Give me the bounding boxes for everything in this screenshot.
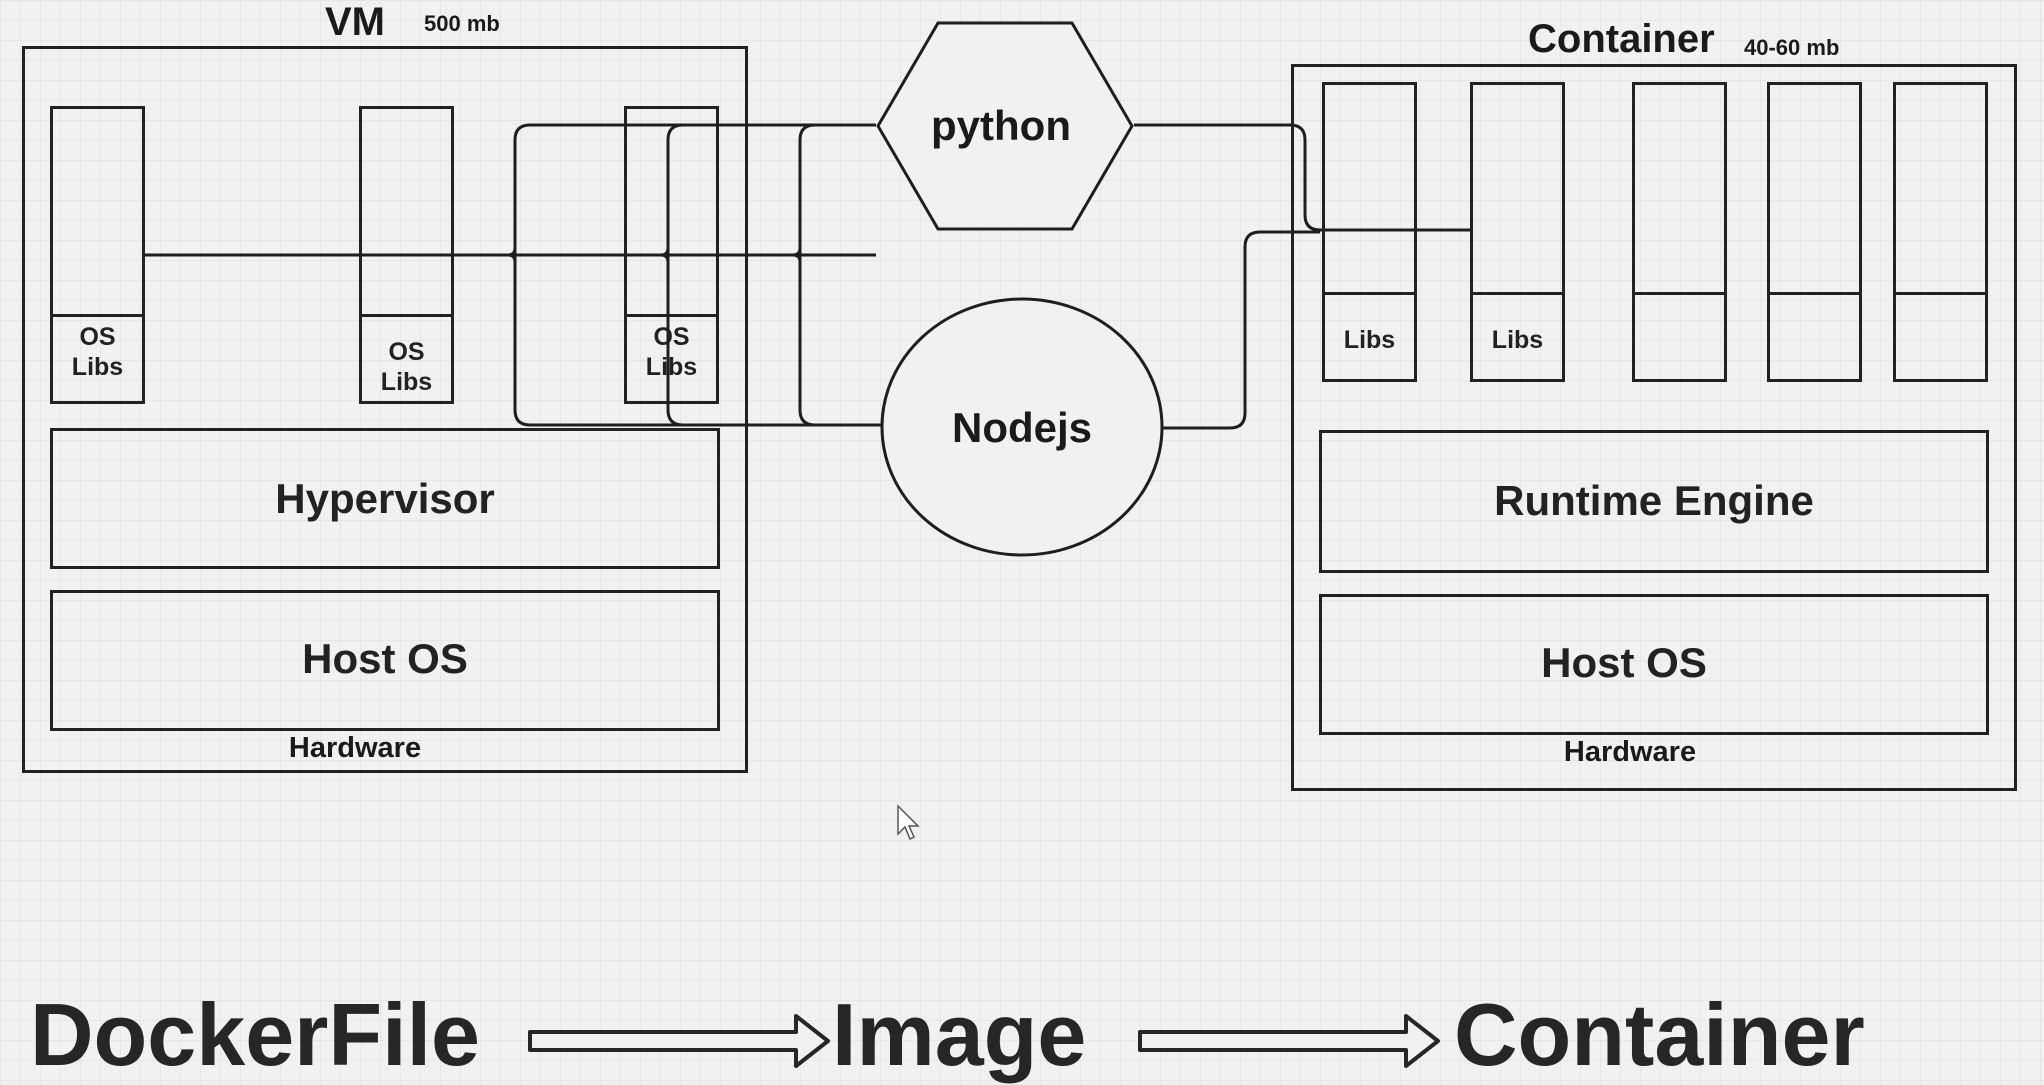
- container-libs-3: [1632, 292, 1727, 382]
- runtime-engine-label: Runtime Engine: [1494, 477, 1814, 524]
- container-app-column-4: [1767, 82, 1862, 294]
- runtime-engine-layer: Runtime Engine: [1319, 430, 1989, 573]
- arrow-dockerfile-to-image-icon: [528, 1014, 830, 1068]
- vm-os-libs-2: OS Libs: [359, 314, 454, 404]
- vm-host-os-label: Host OS: [302, 635, 468, 682]
- vm-title: VM: [325, 0, 385, 44]
- arrow-image-to-container-icon: [1138, 1014, 1440, 1068]
- container-libs-1: Libs: [1322, 292, 1417, 382]
- vm-app-column-3: [624, 106, 719, 316]
- vm-host-os-layer: Host OS: [50, 590, 720, 731]
- container-host-os-layer: Host OS: [1319, 594, 1989, 735]
- nodejs-label: Nodejs: [951, 404, 1093, 451]
- container-libs-label-2: Libs: [1491, 326, 1544, 354]
- vm-size: 500 mb: [424, 11, 500, 36]
- container-app-column-5: [1893, 82, 1988, 294]
- container-size: 40-60 mb: [1744, 35, 1840, 60]
- container-libs-4: [1767, 292, 1862, 382]
- mouse-cursor-icon: [897, 804, 920, 841]
- footer-image: Image: [832, 985, 1087, 1084]
- container-app-column-2: [1470, 82, 1565, 294]
- footer-container: Container: [1454, 985, 1865, 1084]
- container-libs-2: Libs: [1470, 292, 1565, 382]
- container-libs-5: [1893, 292, 1988, 382]
- vm-os-libs-label-2: OS Libs: [380, 338, 433, 396]
- vm-os-libs-label-1: OS Libs: [71, 323, 124, 381]
- python-label: python: [931, 102, 1071, 149]
- vm-hardware-label: Hardware: [288, 732, 422, 764]
- container-app-column-1: [1322, 82, 1417, 294]
- container-hardware-label: Hardware: [1563, 736, 1697, 768]
- vm-os-libs-3: OS Libs: [624, 314, 719, 404]
- vm-os-libs-label-3: OS Libs: [645, 323, 698, 381]
- container-app-column-3: [1632, 82, 1727, 294]
- container-host-os-label: Host OS: [1541, 639, 1707, 686]
- container-libs-label-1: Libs: [1343, 326, 1396, 354]
- vm-app-column-1: [50, 106, 145, 316]
- nodejs-circle: [880, 297, 1164, 557]
- hypervisor-layer: Hypervisor: [50, 428, 720, 569]
- vm-frame: [22, 46, 748, 773]
- container-frame: [1291, 64, 2017, 791]
- vm-os-libs-1: OS Libs: [50, 314, 145, 404]
- vm-app-column-2: [359, 106, 454, 316]
- container-title: Container: [1528, 17, 1715, 61]
- hypervisor-label: Hypervisor: [275, 475, 495, 522]
- python-hexagon: [876, 21, 1134, 231]
- footer-dockerfile: DockerFile: [30, 985, 480, 1084]
